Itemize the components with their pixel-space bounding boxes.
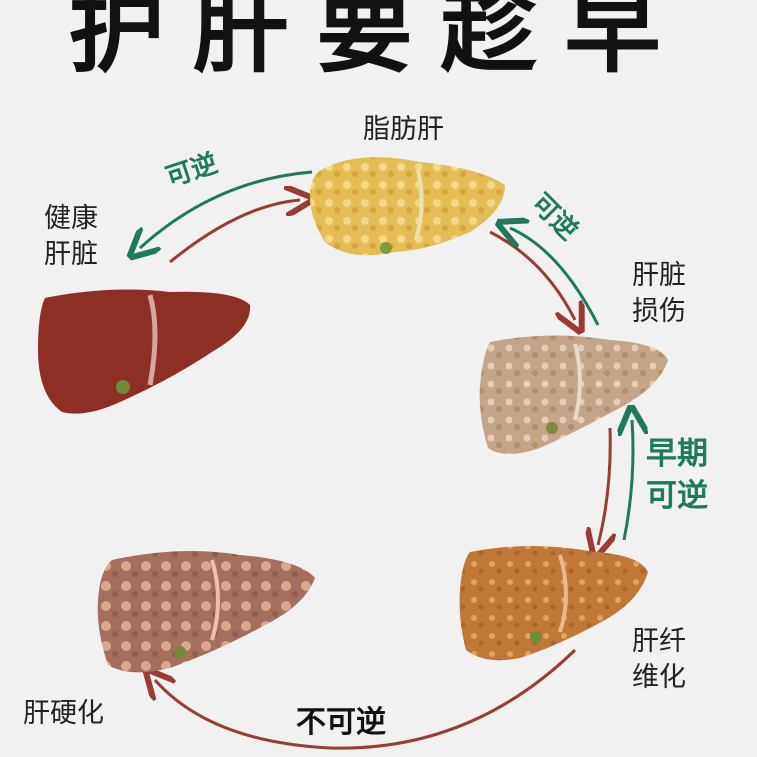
arrow-healthy-to-fatty [169,200,300,264]
fatty-liver-icon [309,157,505,256]
transition-label-early-reversible: 早期 可逆 [646,436,708,514]
arrow-fibrosis-to-cirrhosis [155,648,577,750]
stage-label-cirrhosis: 肝硬化 [23,698,104,729]
fibrosis-liver-icon [459,546,648,661]
arrow-damage-to-fibrosis [598,427,610,545]
healthy-liver-icon [38,289,251,414]
stage-label-fibrosis: 肝纤 维化 [632,626,686,693]
damaged-liver-icon [479,335,668,454]
cirrhosis-liver-icon [97,551,315,673]
stage-label-healthy: 健康 肝脏 [44,203,98,270]
arrow-damage-to-fatty [510,228,600,326]
arrow-fibrosis-to-damage [624,420,633,541]
page-title: 护肝要趁早 [68,0,689,86]
stage-label-damage: 肝脏 损伤 [632,260,686,327]
arrow-fatty-to-healthy [140,170,313,248]
transition-label-irreversible: 不可逆 [296,705,386,740]
stage-label-fatty: 脂肪肝 [363,114,444,145]
